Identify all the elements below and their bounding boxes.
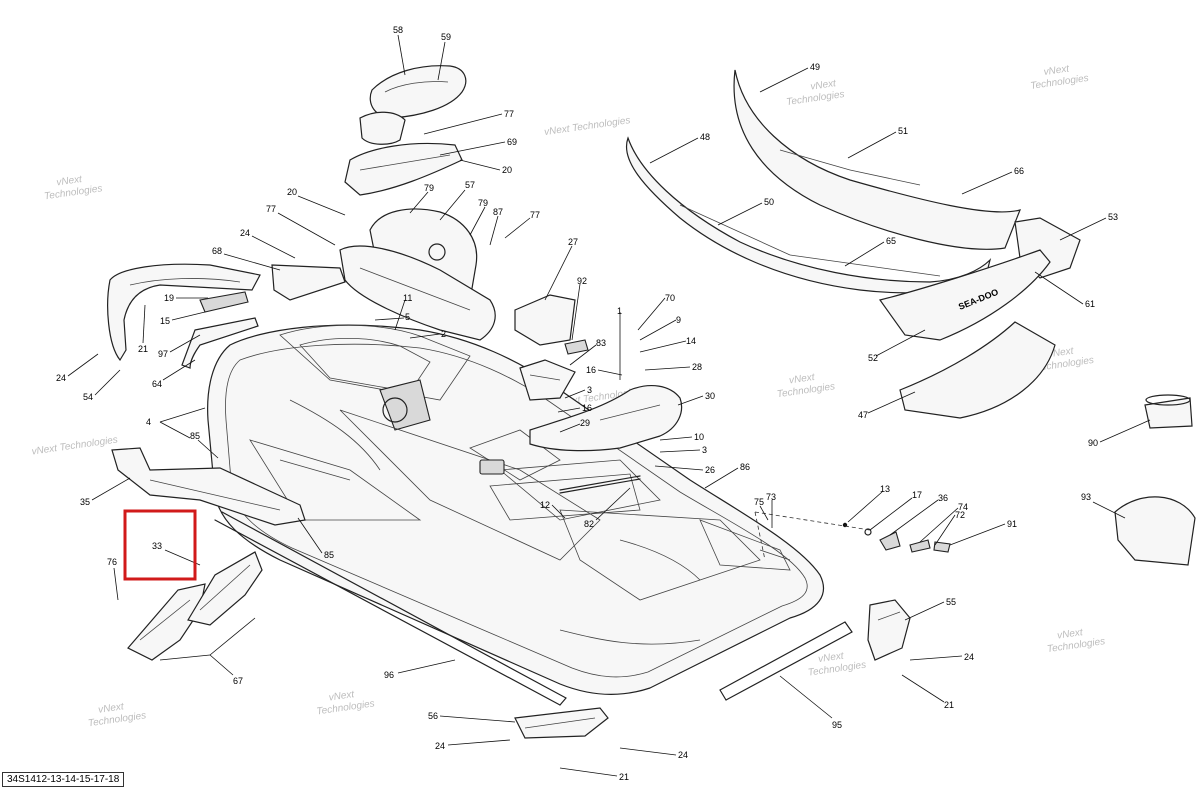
callout-85b[interactable]: 85 xyxy=(324,550,334,560)
callout-9[interactable]: 9 xyxy=(676,315,681,325)
callout-11[interactable]: 11 xyxy=(403,293,412,303)
callout-52[interactable]: 52 xyxy=(868,353,878,363)
callout-66[interactable]: 66 xyxy=(1014,166,1024,176)
callout-3[interactable]: 3 xyxy=(587,385,592,395)
callout-4[interactable]: 4 xyxy=(146,417,151,427)
callout-86[interactable]: 86 xyxy=(740,462,750,472)
callout-75[interactable]: 75 xyxy=(754,497,764,507)
callout-17[interactable]: 17 xyxy=(912,490,922,500)
watermark: vNext xyxy=(1043,63,1071,78)
callout-51[interactable]: 51 xyxy=(898,126,908,136)
callout-97[interactable]: 97 xyxy=(158,349,168,359)
watermark: vNext xyxy=(1057,627,1085,642)
watermark: vNext xyxy=(810,78,838,93)
callout-67[interactable]: 67 xyxy=(233,676,243,686)
callout-55[interactable]: 55 xyxy=(946,597,956,607)
callout-1[interactable]: 1 xyxy=(617,306,622,316)
callout-59[interactable]: 59 xyxy=(441,32,451,42)
callout-24c[interactable]: 24 xyxy=(435,741,445,751)
watermark: vNext xyxy=(56,174,84,189)
callout-77b[interactable]: 77 xyxy=(530,210,540,220)
callout-72[interactable]: 72 xyxy=(955,510,965,520)
callout-56[interactable]: 56 xyxy=(428,711,438,721)
callout-24d[interactable]: 24 xyxy=(678,750,688,760)
callout-24[interactable]: 24 xyxy=(240,228,250,238)
callout-35[interactable]: 35 xyxy=(80,497,90,507)
callout-48[interactable]: 48 xyxy=(700,132,710,142)
watermark: vNext xyxy=(788,372,816,387)
callout-14[interactable]: 14 xyxy=(686,336,696,346)
callout-33[interactable]: 33 xyxy=(152,541,162,551)
callout-77c[interactable]: 77 xyxy=(266,204,276,214)
callout-19[interactable]: 19 xyxy=(164,293,174,303)
callout-27[interactable]: 27 xyxy=(568,237,578,247)
callout-96[interactable]: 96 xyxy=(384,670,394,680)
console-parts xyxy=(339,65,683,494)
callout-57[interactable]: 57 xyxy=(465,180,475,190)
callout-65[interactable]: 65 xyxy=(886,236,896,246)
callout-82[interactable]: 82 xyxy=(584,519,594,529)
callout-15[interactable]: 15 xyxy=(160,316,170,326)
callout-70[interactable]: 70 xyxy=(665,293,675,303)
watermark: vNext Technologies xyxy=(31,435,119,458)
callout-83[interactable]: 83 xyxy=(596,338,606,348)
watermark: vNext xyxy=(98,701,126,716)
callout-87[interactable]: 87 xyxy=(493,207,503,217)
callout-21b[interactable]: 21 xyxy=(619,772,629,782)
callout-28[interactable]: 28 xyxy=(692,362,702,372)
callout-74[interactable]: 74 xyxy=(958,502,968,512)
callout-21[interactable]: 21 xyxy=(138,344,148,354)
callout-76[interactable]: 76 xyxy=(107,557,117,567)
callout-47[interactable]: 47 xyxy=(858,410,868,420)
callout-21c[interactable]: 21 xyxy=(944,700,954,710)
callout-30[interactable]: 30 xyxy=(705,391,715,401)
callouts: 58 59 77 69 20 79 57 79 87 77 20 27 77 2… xyxy=(56,25,1151,782)
callout-20b[interactable]: 20 xyxy=(287,187,297,197)
callout-29[interactable]: 29 xyxy=(580,418,590,428)
callout-77[interactable]: 77 xyxy=(504,109,514,119)
callout-53[interactable]: 53 xyxy=(1108,212,1118,222)
highlight-box xyxy=(123,509,197,581)
callout-2[interactable]: 2 xyxy=(441,329,446,339)
callout-85[interactable]: 85 xyxy=(190,431,200,441)
diagram-code: 34S1412-13-14-15-17-18 xyxy=(2,772,125,787)
rear-parts xyxy=(514,511,951,739)
callout-12[interactable]: 12 xyxy=(540,500,550,510)
callout-92[interactable]: 92 xyxy=(577,276,587,286)
callout-79b[interactable]: 79 xyxy=(478,198,488,208)
callout-90[interactable]: 90 xyxy=(1088,438,1098,448)
callout-95[interactable]: 95 xyxy=(832,720,842,730)
callout-10[interactable]: 10 xyxy=(694,432,704,442)
callout-91[interactable]: 91 xyxy=(1007,519,1017,529)
watermark: vNext xyxy=(328,689,356,704)
callout-36[interactable]: 36 xyxy=(938,493,948,503)
callout-5[interactable]: 5 xyxy=(405,312,410,322)
callout-26[interactable]: 26 xyxy=(705,465,715,475)
callout-79[interactable]: 79 xyxy=(424,183,434,193)
left-side-panels xyxy=(107,263,567,706)
callout-61[interactable]: 61 xyxy=(1085,299,1095,309)
callout-24e[interactable]: 24 xyxy=(964,652,974,662)
callout-49[interactable]: 49 xyxy=(810,62,820,72)
callout-13[interactable]: 13 xyxy=(880,484,890,494)
callout-68[interactable]: 68 xyxy=(212,246,222,256)
watermark: vNext xyxy=(817,650,845,665)
callout-73[interactable]: 73 xyxy=(766,492,776,502)
deck-mats: SEA-DOO xyxy=(626,69,1196,566)
callout-16[interactable]: 16 xyxy=(586,365,596,375)
callout-69[interactable]: 69 xyxy=(507,137,517,147)
callout-93[interactable]: 93 xyxy=(1081,492,1091,502)
watermark: vNext Technologies xyxy=(543,115,631,138)
callout-54[interactable]: 54 xyxy=(83,392,93,402)
callout-50[interactable]: 50 xyxy=(764,197,774,207)
callout-24b[interactable]: 24 xyxy=(56,373,66,383)
callout-58[interactable]: 58 xyxy=(393,25,403,35)
callout-3b[interactable]: 3 xyxy=(702,445,707,455)
callout-20[interactable]: 20 xyxy=(502,165,512,175)
callout-64[interactable]: 64 xyxy=(152,379,162,389)
callout-16b[interactable]: 16 xyxy=(582,403,592,413)
